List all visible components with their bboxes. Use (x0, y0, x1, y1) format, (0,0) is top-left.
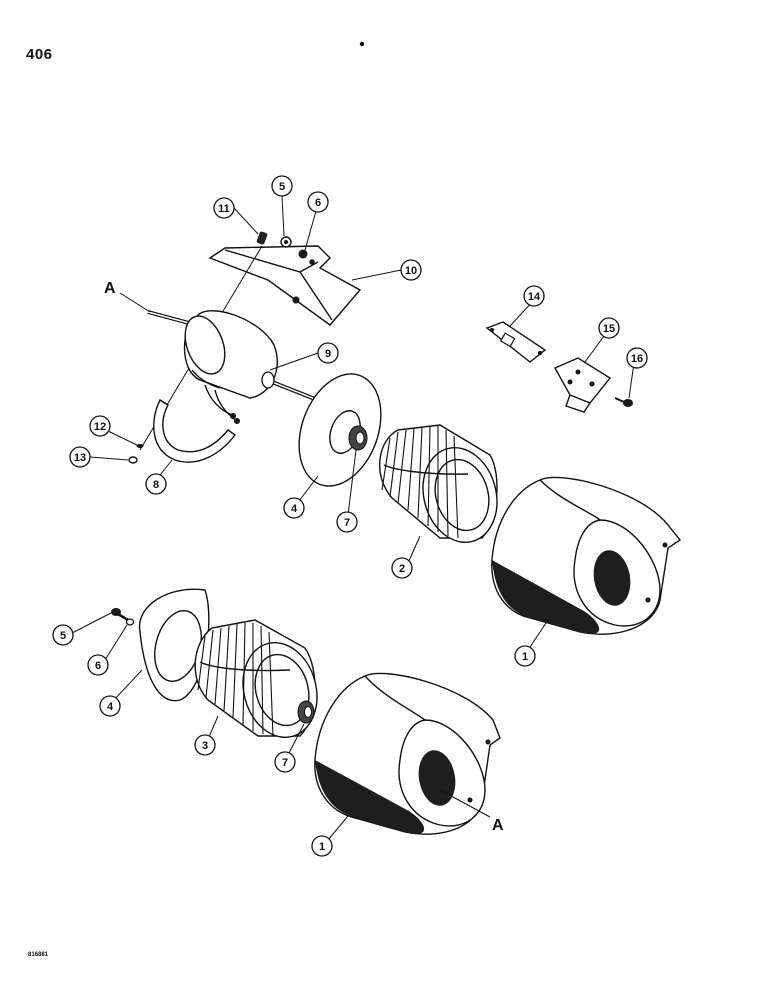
svg-text:6: 6 (95, 660, 101, 672)
svg-text:1: 1 (522, 651, 528, 663)
bolt-5-upper (280, 236, 292, 248)
callout-9: 9 (317, 342, 339, 364)
svg-text:12: 12 (94, 421, 106, 433)
callout-8: 8 (145, 473, 167, 495)
svg-text:4: 4 (291, 503, 298, 515)
svg-text:1: 1 (319, 841, 325, 853)
callout-4-lower: 4 (99, 695, 121, 717)
motor-clamp-strap (153, 398, 236, 463)
blower-housing-upper (491, 476, 682, 635)
svg-text:8: 8 (153, 479, 159, 491)
callout-5-upper: 5 (271, 175, 293, 197)
callout-13: 13 (69, 446, 91, 468)
callout-7-lower: 7 (274, 751, 296, 773)
svg-text:5: 5 (60, 630, 66, 642)
callout-5-lower: 5 (52, 624, 74, 646)
svg-text:13: 13 (74, 452, 86, 464)
callout-6-lower: 6 (87, 654, 109, 676)
reference-letter-a-housing: A (492, 817, 504, 834)
nut-6-upper (298, 249, 308, 259)
hub-7-upper (348, 425, 368, 451)
callout-16: 16 (626, 347, 648, 369)
washer-6-lower (125, 618, 135, 626)
svg-text:6: 6 (315, 197, 321, 209)
reference-letter-a-shaft: A (104, 280, 116, 297)
motor-bracket (208, 245, 362, 326)
svg-text:14: 14 (528, 291, 541, 303)
svg-text:4: 4 (107, 701, 114, 713)
svg-text:7: 7 (344, 517, 350, 529)
blower-wheel-lower (194, 619, 318, 738)
svg-text:16: 16 (631, 353, 643, 365)
svg-text:3: 3 (202, 740, 208, 752)
svg-text:5: 5 (279, 181, 285, 193)
nut-13 (128, 456, 138, 464)
blower-housing-lower (314, 672, 501, 835)
hub-7-lower (297, 700, 315, 724)
callout-3: 3 (194, 734, 216, 756)
screw-16 (614, 397, 633, 407)
blower-motor (147, 310, 331, 424)
svg-text:2: 2 (399, 563, 405, 575)
callout-1-lower: 1 (311, 835, 333, 857)
inlet-ring-upper (298, 373, 382, 487)
callout-15: 15 (598, 317, 620, 339)
callout-4-upper: 4 (283, 497, 305, 519)
blower-resistor (485, 321, 547, 363)
svg-text:7: 7 (282, 757, 288, 769)
callout-11: 11 (213, 197, 235, 219)
screw-11 (256, 231, 268, 245)
page-number: 406 (26, 46, 53, 63)
footer-code: 816881 (28, 952, 49, 958)
blower-wheel-upper (379, 424, 498, 543)
washer-12 (136, 444, 144, 448)
callout-6-upper: 6 (307, 191, 329, 213)
callout-14: 14 (523, 285, 545, 307)
callout-7-upper: 7 (336, 511, 358, 533)
callout-1-upper: 1 (514, 645, 536, 667)
svg-text:11: 11 (218, 203, 230, 215)
callout-2: 2 (391, 557, 413, 579)
svg-text:9: 9 (325, 348, 331, 360)
resistor-bracket (554, 357, 612, 413)
leader-lines (71, 195, 635, 841)
svg-text:15: 15 (603, 323, 615, 335)
callout-10: 10 (400, 259, 422, 281)
bolt-5-lower (111, 608, 129, 622)
svg-text:10: 10 (405, 265, 417, 277)
callout-12: 12 (89, 415, 111, 437)
